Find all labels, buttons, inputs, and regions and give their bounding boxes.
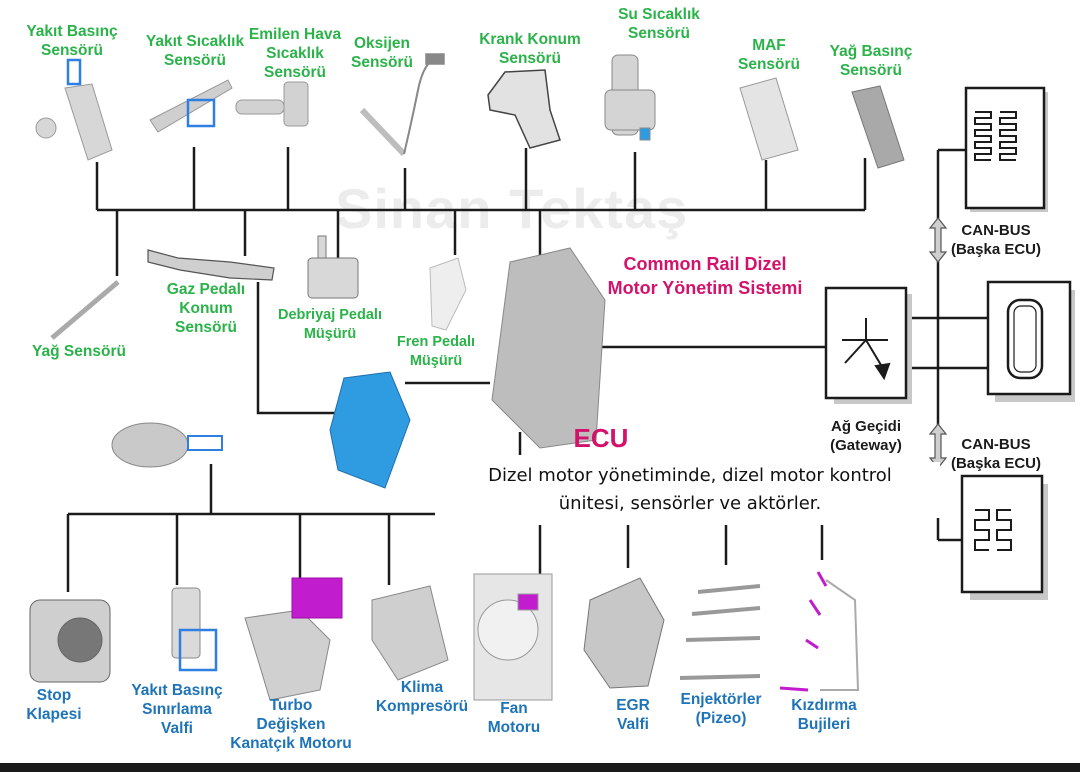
gaz-pedal-wire <box>256 282 335 415</box>
actuator-label-stop-klapesi: Stop Klapesi <box>26 687 82 723</box>
actuator-label-fan: Fan Motoru <box>487 700 541 736</box>
canbus-top-label: CAN-BUS (Başka ECU) <box>950 222 1042 258</box>
sensor-label-yakit-basinc: Yakıt Basınç Sensörü <box>26 23 118 59</box>
actuator-label-egr: EGR Valfi <box>616 697 650 733</box>
part-yakit-sinirlama-valfi <box>171 587 218 672</box>
part-maf-sensor <box>739 77 799 161</box>
sensor-label-maf: MAF Sensörü <box>737 37 800 73</box>
part-krank-sensor <box>487 69 561 149</box>
part-kizdirma-bujileri <box>779 571 860 692</box>
part-yakit-sicaklik-sensor <box>149 79 233 133</box>
part-fan-motor <box>473 573 553 701</box>
part-emilen-hava-sensor <box>235 81 309 127</box>
sensor-label-krank: Krank Konum Sensörü <box>479 31 581 67</box>
other-ecu-top-box <box>964 86 1048 212</box>
gateway-icon <box>842 318 891 381</box>
actuator-label-kizdirma: Kızdırma Bujileri <box>791 697 857 733</box>
part-yakit-basinc-sensor <box>35 58 113 161</box>
part-stop-klapesi <box>29 599 111 683</box>
sensor-label-yag-basinc: Yağ Basınç Sensörü <box>829 43 913 79</box>
part-fren-sensor <box>429 257 467 331</box>
actuator-label-klima: Klima Kompresörü <box>375 679 469 715</box>
part-yag-sensor <box>50 280 120 340</box>
part-turbo <box>244 577 343 701</box>
gateway-label: Ağ Geçidi (Gateway) <box>830 418 902 454</box>
part-fuel-pump <box>111 422 223 468</box>
part-ecu-unit <box>491 247 606 449</box>
diagram-title: Common Rail Dizel Motor Yönetim Sistemi <box>607 254 803 298</box>
ecu-label: ECU <box>573 423 629 453</box>
part-egr-valfi <box>583 577 665 689</box>
sensor-label-oksijen: Oksijen Sensörü <box>350 35 413 71</box>
sensor-label-fren: Fren Pedalı Müşürü <box>396 334 476 369</box>
canbus-bottom-label: CAN-BUS (Başka ECU) <box>950 436 1042 472</box>
watermark: Sinan Tektaş <box>335 177 689 240</box>
part-yag-basinc-sensor <box>851 85 905 169</box>
bottom-bar <box>0 763 1080 772</box>
sensor-label-debriyaj: Debriyaj Pedalı Müşürü <box>278 307 382 342</box>
gateway-box <box>824 286 912 404</box>
actuator-label-enjektorler: Enjektörler (Pizeo) <box>680 691 762 727</box>
obd-connector-box <box>986 280 1075 402</box>
sensor-label-gaz-pedal: Gaz Pedalı Konum Sensörü <box>166 281 246 336</box>
actuator-label-yakit-sinirlama: Yakıt Basınç Sınırlama Valfi <box>131 682 223 737</box>
sensor-label-su-sicaklik: Su Sıcaklık Sensörü <box>618 6 700 42</box>
ecu-chip-icon-bottom <box>974 509 1012 551</box>
part-debriyaj-sensor <box>307 235 359 299</box>
part-gaz-pedal-sensor <box>147 249 275 281</box>
part-oksijen-sensor <box>359 53 445 157</box>
part-pump-ecu <box>329 371 411 489</box>
part-su-sicaklik-sensor <box>604 54 656 141</box>
ecu-chip-icon-top <box>974 111 1017 161</box>
sensor-label-emilen-hava: Emilen Hava Sıcaklık Sensörü <box>248 26 342 81</box>
actuator-label-turbo: Turbo Değişken Kanatçık Motoru <box>230 697 352 752</box>
sensor-label-yag: Yağ Sensörü <box>32 343 126 360</box>
canbus-arrow-top <box>928 217 948 263</box>
sensor-label-yakit-sicaklik: Yakıt Sıcaklık Sensörü <box>145 33 245 69</box>
part-enjektorler <box>679 584 761 680</box>
diagram-caption: Dizel motor yönetiminde, dizel motor kon… <box>440 462 940 518</box>
part-klima-kompresor <box>371 585 449 681</box>
other-ecu-bottom-box <box>960 474 1048 600</box>
